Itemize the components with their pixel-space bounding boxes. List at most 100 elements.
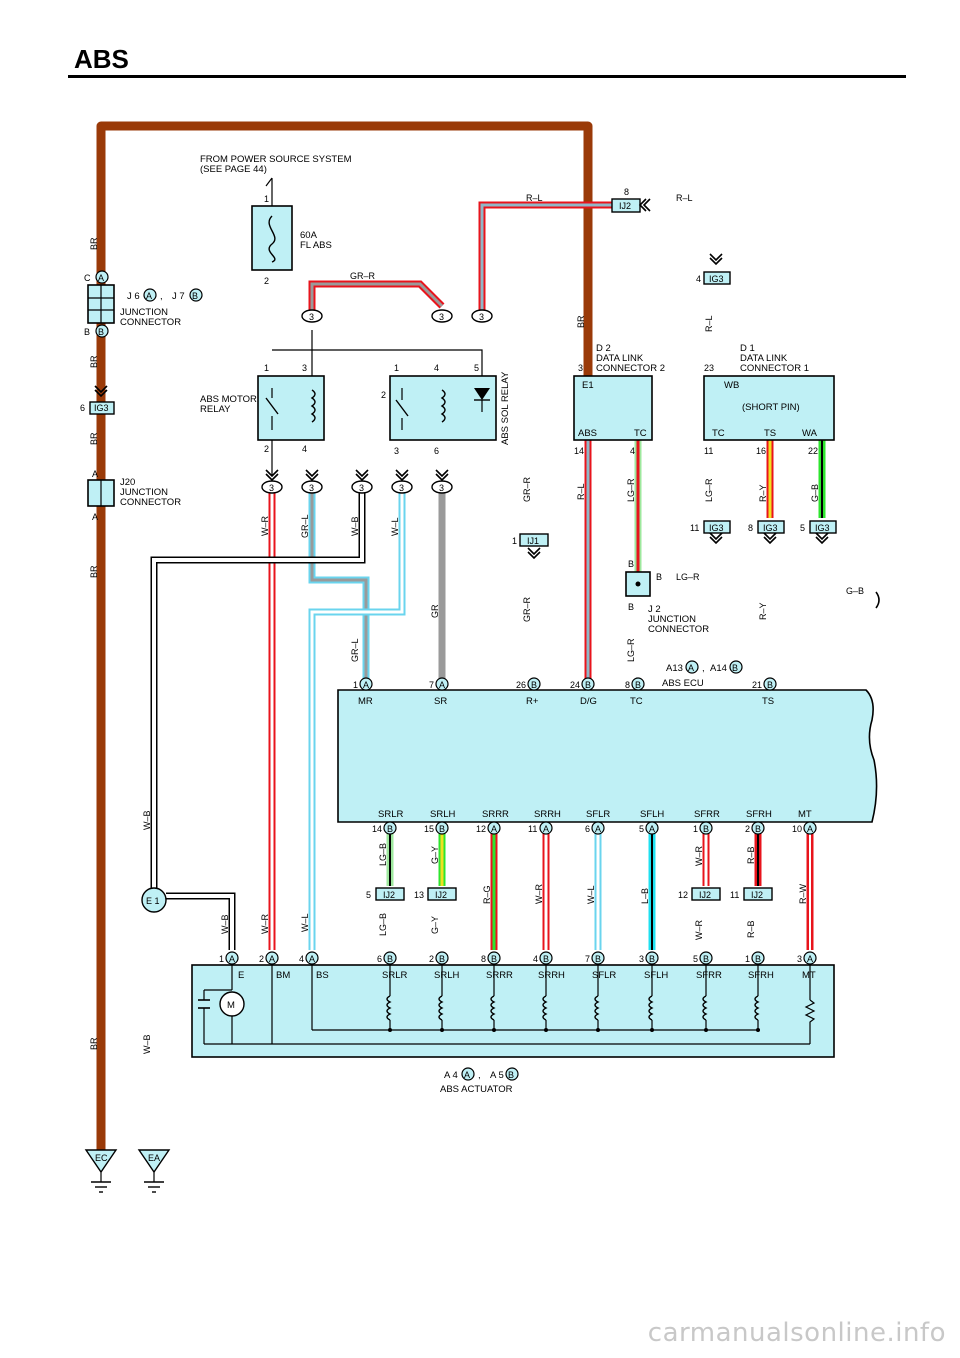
title-rule — [68, 75, 906, 78]
conn3-b: 3 — [439, 312, 444, 322]
abs-ecu — [337, 689, 878, 823]
actuator-pin-tag-letter: B — [595, 954, 601, 964]
d2-pin-3: 3 — [578, 363, 583, 373]
d1-ts: TS — [764, 428, 776, 439]
ecu-bottom-pin-tag-letter: B — [387, 824, 393, 834]
ecu-bottom-pin-tag-letter: B — [439, 824, 445, 834]
actuator-pin-tag — [225, 951, 239, 965]
actuator-pin-tag — [803, 951, 817, 965]
ij2-mid-pin-13: 13 — [414, 890, 424, 900]
actuator-motor-label: M — [227, 1000, 235, 1011]
data-link-connector-1 — [703, 375, 835, 441]
ecu-bottom-pin-label: SRRR — [482, 809, 509, 820]
ig3-wa-id: IG3 — [815, 523, 830, 533]
wire-label-r-l-3: R–L — [704, 315, 714, 332]
ecu-bottom-pin-tag-letter: B — [703, 824, 709, 834]
actuator-pin-tag-letter: B — [703, 954, 709, 964]
actuator-pin-label: BS — [316, 970, 329, 981]
conn3-d: 3 — [269, 483, 274, 493]
actuator-ref-tag-b: B — [508, 1070, 514, 1080]
ecu-top-pin-tag — [527, 677, 541, 691]
j20-pin-a-top: A — [92, 469, 98, 479]
wire-label-br-5: BR — [89, 1037, 99, 1050]
ecu-bottom-pin-number: 1 — [693, 824, 698, 834]
ecu-top-pin-tag-letter: B — [635, 680, 641, 690]
j6-name: J 6 — [127, 291, 140, 302]
d2-tc: TC — [634, 428, 647, 439]
solenoid-coil-icon — [754, 995, 760, 1021]
sol-relay-pin-5: 5 — [474, 363, 479, 373]
j6-tag-a: A — [98, 273, 104, 283]
actuator-pin-number: 2 — [429, 954, 434, 964]
ecu-bottom-pin-tag-letter: A — [595, 824, 601, 834]
wire-label-w-r-3: W–R — [694, 846, 704, 867]
actuator-pin-label: MT — [802, 970, 816, 981]
wire-label-lg-r-3: LG–R — [676, 572, 700, 582]
ecu-top-pin-tag-letter: A — [363, 680, 369, 690]
junction-dot — [704, 1028, 708, 1032]
wire-label-br-6: BR — [576, 315, 586, 328]
d2-name: D 2 — [596, 343, 611, 354]
solenoid-coil-icon — [648, 995, 654, 1021]
j20-label-2: CONNECTOR — [120, 497, 181, 508]
ecu-top-pin-label: TS — [762, 696, 774, 707]
fuse-pin-top: 1 — [264, 194, 269, 204]
solenoid-coil-icon — [702, 995, 708, 1021]
ecu-bottom-pin-label: SRLR — [378, 809, 403, 820]
conn3-g: 3 — [399, 483, 404, 493]
junction-dot — [756, 1028, 760, 1032]
wire-label-w-b-4: W–B — [142, 1034, 152, 1054]
wire-label-lg-r-4: LG–R — [626, 638, 636, 662]
d1-pin-22: 22 — [808, 446, 818, 456]
j2-pin-b-right: B — [656, 572, 662, 582]
d1-pin-23: 23 — [704, 363, 714, 373]
d1-name: D 1 — [740, 343, 755, 354]
wire-label-br-3: BR — [89, 432, 99, 445]
ecu-bottom-pin-tag-letter: A — [543, 824, 549, 834]
junction-dot — [650, 1028, 654, 1032]
ecu-ref-tag-a: A — [688, 663, 694, 673]
actuator-pin-number: 3 — [639, 954, 644, 964]
j20-label-1: JUNCTION — [120, 487, 168, 498]
actuator-pin-label: SFRR — [696, 970, 722, 981]
actuator-pin-label: SFLH — [644, 970, 668, 981]
actuator-pins: A1EA2BMA4BSB6SRLRB2SRLHB8SRRRB4SRRHB7SFL… — [219, 951, 817, 981]
j20-name: J20 — [120, 477, 135, 488]
ecu-top-pin-label: TC — [630, 696, 643, 707]
connector-ig3-br — [89, 385, 115, 415]
wire-power-feed — [271, 178, 483, 476]
wire-label-br-1: BR — [89, 237, 99, 250]
ij2-mid-id-4: IJ2 — [751, 890, 763, 900]
wire-label-r-w: R–W — [798, 883, 808, 904]
wire-label-w-l-2: W–L — [586, 885, 596, 904]
ecu-bottom-pin-number: 11 — [528, 824, 537, 834]
ecu-bottom-pin-label: SFRR — [694, 809, 720, 820]
actuator-pin-tag — [383, 951, 397, 965]
wire-label-gr-l-1: GR–L — [300, 514, 310, 538]
fuse-pin-bottom: 2 — [264, 276, 269, 286]
actuator-pin-label: BM — [276, 970, 290, 981]
wire-label-gr-r-2: GR–R — [522, 476, 532, 502]
motor-relay-pin-3: 3 — [302, 363, 307, 373]
actuator-pin-number: 5 — [693, 954, 698, 964]
sol-relay-pin-1: 1 — [394, 363, 399, 373]
solenoid-coil-icon — [542, 995, 548, 1021]
actuator-name: ABS ACTUATOR — [440, 1084, 513, 1095]
watermark: carmanualsonline.info — [647, 1318, 946, 1348]
ecu-top-pin-tag — [581, 677, 595, 691]
actuator-pin-label: SFLR — [592, 970, 616, 981]
actuator-pin-tag — [305, 951, 319, 965]
actuator-pin-tag — [699, 951, 713, 965]
actuator-pin-label: SFRH — [748, 970, 774, 981]
ecu-top-pin-label: SR — [434, 696, 447, 707]
wire-label-lg-r-2: LG–R — [704, 478, 714, 502]
ecu-bottom-pin-label: SRLH — [430, 809, 455, 820]
wire-label-r-y-1: R–Y — [758, 484, 768, 502]
actuator-solenoid-coils — [386, 965, 760, 1032]
ground-splice-e1 — [141, 887, 167, 913]
d2-label-1: DATA LINK — [596, 353, 644, 364]
j6-tag-b: B — [98, 327, 104, 337]
motor-relay-label-1: ABS MOTOR — [200, 394, 257, 405]
wire-label-lg-b-2: LG–B — [378, 913, 388, 936]
